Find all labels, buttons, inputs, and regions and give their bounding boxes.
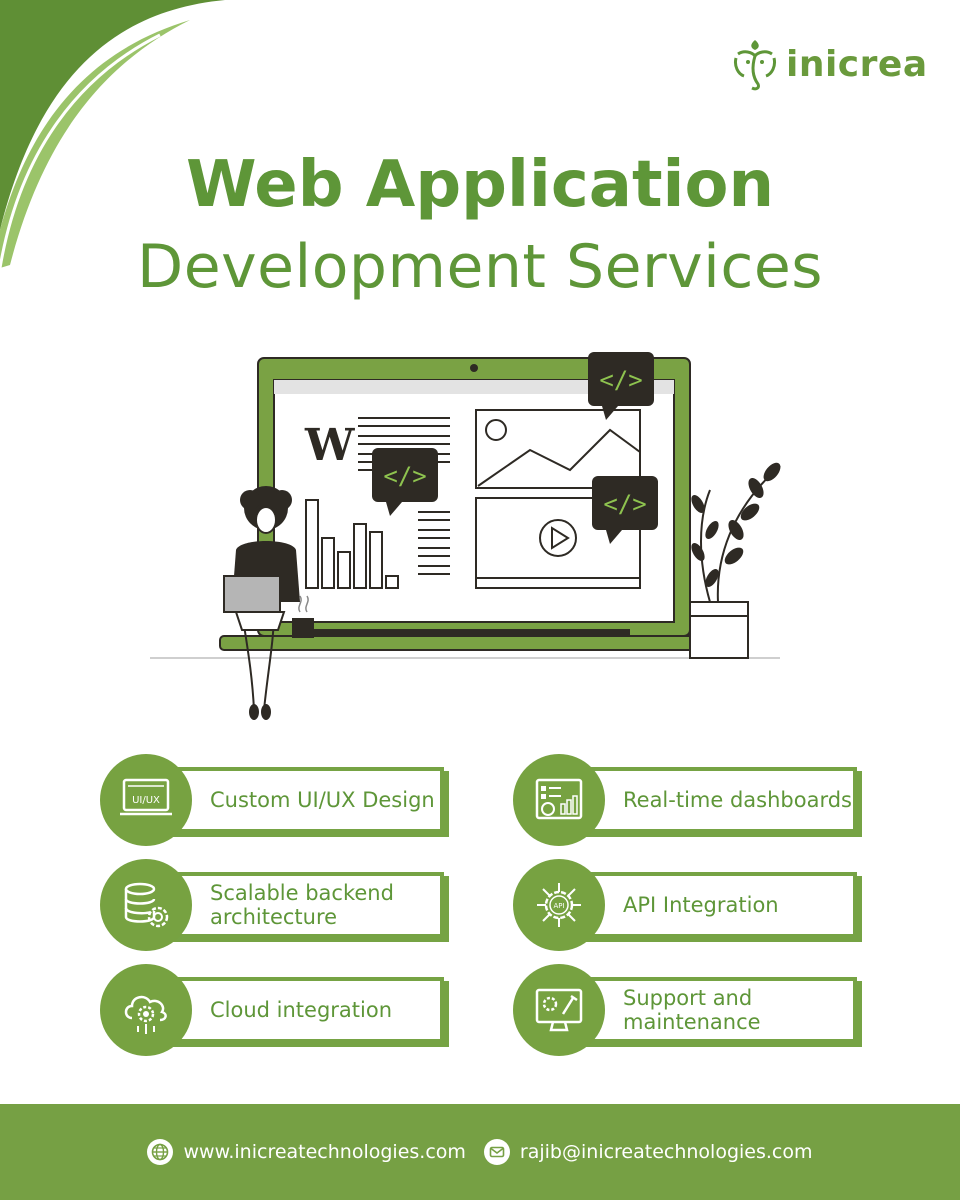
developer-laptop-illustration: W </> </> </> [150,352,781,720]
api-chip-icon: API [513,859,605,951]
code-tag-text: </> [383,462,426,490]
feature-label: Support and maintenance [623,986,761,1034]
database-gear-icon [100,859,192,951]
api-icon-text: API [553,902,564,910]
page-subtitle: Development Services [137,232,823,302]
ui-ux-icon-text: UI/UX [132,795,160,806]
footer-website[interactable]: www.inicreatechnologies.com [147,1139,466,1165]
globe-icon [147,1139,174,1165]
mail-icon [483,1139,510,1165]
ui-ux-icon: UI/UX [100,754,192,846]
feature-custom-ui-ux: UI/UX Custom UI/UX Design [100,754,450,854]
email-link[interactable]: rajib@inicreatechnologies.com [519,1141,813,1163]
code-tag-text: </> [599,366,642,394]
woman-figure [223,486,300,720]
code-bubble-middle: </> [372,448,438,516]
dashboard-icon [513,754,605,846]
corner-swoosh-decoration [0,0,225,269]
code-bubble-right: </> [592,476,658,544]
footer-email[interactable]: rajib@inicreatechnologies.com [483,1139,813,1165]
code-tag-text: </> [603,490,646,518]
website-link[interactable]: www.inicreatechnologies.com [183,1141,466,1163]
feature-real-time-dashboards: Real-time dashboards [513,754,863,854]
code-bubble-top: </> [588,352,654,420]
ganesha-logo-icon [734,40,776,91]
monitor-tools-icon [513,964,605,1056]
feature-label: Cloud integration [210,998,393,1022]
cloud-gear-icon [100,964,192,1056]
page-title: Web Application [185,148,775,222]
feature-scalable-backend: Scalable backend architecture [100,859,450,959]
feature-cloud-integration: Cloud integration [100,964,450,1064]
word-w-letter: W [304,420,355,471]
footer-bar: www.inicreatechnologies.com rajib@inicre… [0,1104,960,1200]
feature-label: Real-time dashboards [623,788,853,812]
feature-support-maintenance: Support and maintenance [513,964,863,1064]
feature-label: Scalable backend architecture [210,881,394,929]
feature-label: Custom UI/UX Design [210,788,435,812]
plant-decoration [689,462,781,659]
feature-api-integration: API API Integration [513,859,863,959]
feature-label: API Integration [623,893,779,917]
brand-name: inicrea [786,43,928,85]
brand-logo: inicrea [730,36,928,92]
